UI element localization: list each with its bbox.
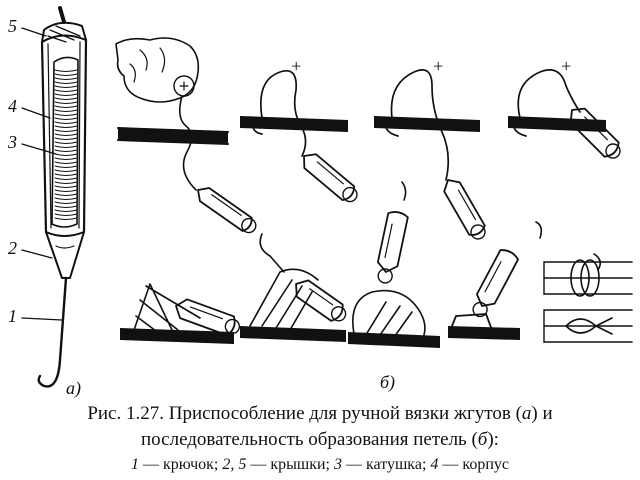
coil-winding [54,193,78,196]
step-6 [240,233,347,342]
coil-winding [54,77,78,80]
coil-winding [54,173,78,176]
coil-winding [54,141,78,144]
coil-winding [54,181,78,184]
coil-winding [54,97,78,100]
step-4 [508,69,621,159]
coil-winding [54,161,78,164]
coil-winding [54,197,78,200]
step-3 [374,69,486,240]
coil-winding [54,93,78,96]
caption-ref-a: а [521,403,532,424]
panel-a-label: а) [66,378,81,399]
caption-line-2: последовательность образования петель (б… [0,428,640,452]
coil-winding [54,149,78,152]
caption-legend: 1 — крючок; 2, 5 — крышки; 3 — катушка; … [0,455,640,475]
step-7 [348,181,440,348]
part-label-3: 3 [7,132,17,152]
coil-winding [54,137,78,140]
coil-winding [54,129,78,132]
coil-winding [54,101,78,104]
coil-winding [54,81,78,84]
coil-winding [54,217,78,220]
coil-winding [54,121,78,124]
step-1 [115,37,257,234]
part-label-4: 4 [8,96,17,116]
caption-ref-b: б [477,429,488,450]
step-mark-4: + [560,56,572,76]
coil-winding [54,157,78,160]
step-mark-3: + [432,56,444,76]
coil-winding [54,73,78,76]
step-2 [240,70,358,203]
part-label-1: 1 [8,306,17,326]
caption-line-2-prefix: последовательность образования петель ( [141,429,478,450]
legend-num-4: 4 [430,456,439,473]
legend-text-1: — крючок; [138,456,223,473]
coil-winding [54,117,78,120]
coil-winding [54,169,78,172]
legend-text-2: — крышки; [246,456,334,473]
coil-winding [54,85,78,88]
part-label-2: 2 [8,238,17,258]
coil-winding [54,145,78,148]
coil-winding [54,165,78,168]
step-5 [120,283,241,344]
loop-tying-figure: 5 4 3 2 1 а) + [7,6,633,399]
coil-winding [54,209,78,212]
tool-drawing [21,6,88,388]
coil-winding [54,201,78,204]
legend-num-3: 3 [333,456,342,473]
panel-b-label: б) [380,372,395,393]
step-mark-2: + [290,56,302,76]
step-8 [448,221,543,340]
caption-line-1-prefix: Рис. 1.27. Приспособление для ручной вяз… [87,403,522,424]
coil-winding [54,213,78,216]
step-9-bundles [543,253,633,343]
coil-winding [54,205,78,208]
coil-winding [54,69,78,72]
part-label-5: 5 [8,16,17,36]
caption-line-1: Рис. 1.27. Приспособление для ручной вяз… [0,402,640,426]
coil-winding [54,113,78,116]
caption-line-2-suffix: ): [487,429,499,450]
legend-text-4: — корпус [438,456,510,473]
spool-coil [54,69,78,220]
caption-line-1-suffix: ) и [531,403,553,424]
coil-winding [54,153,78,156]
legend-num-2: 2, 5 [222,456,247,473]
coil-winding [54,125,78,128]
coil-winding [54,177,78,180]
coil-winding [54,185,78,188]
coil-winding [54,189,78,192]
legend-text-3: — катушка; [341,456,431,473]
coil-winding [54,133,78,136]
legend-num-1: 1 [130,456,139,473]
coil-winding [54,109,78,112]
coil-winding [54,89,78,92]
coil-winding [54,105,78,108]
